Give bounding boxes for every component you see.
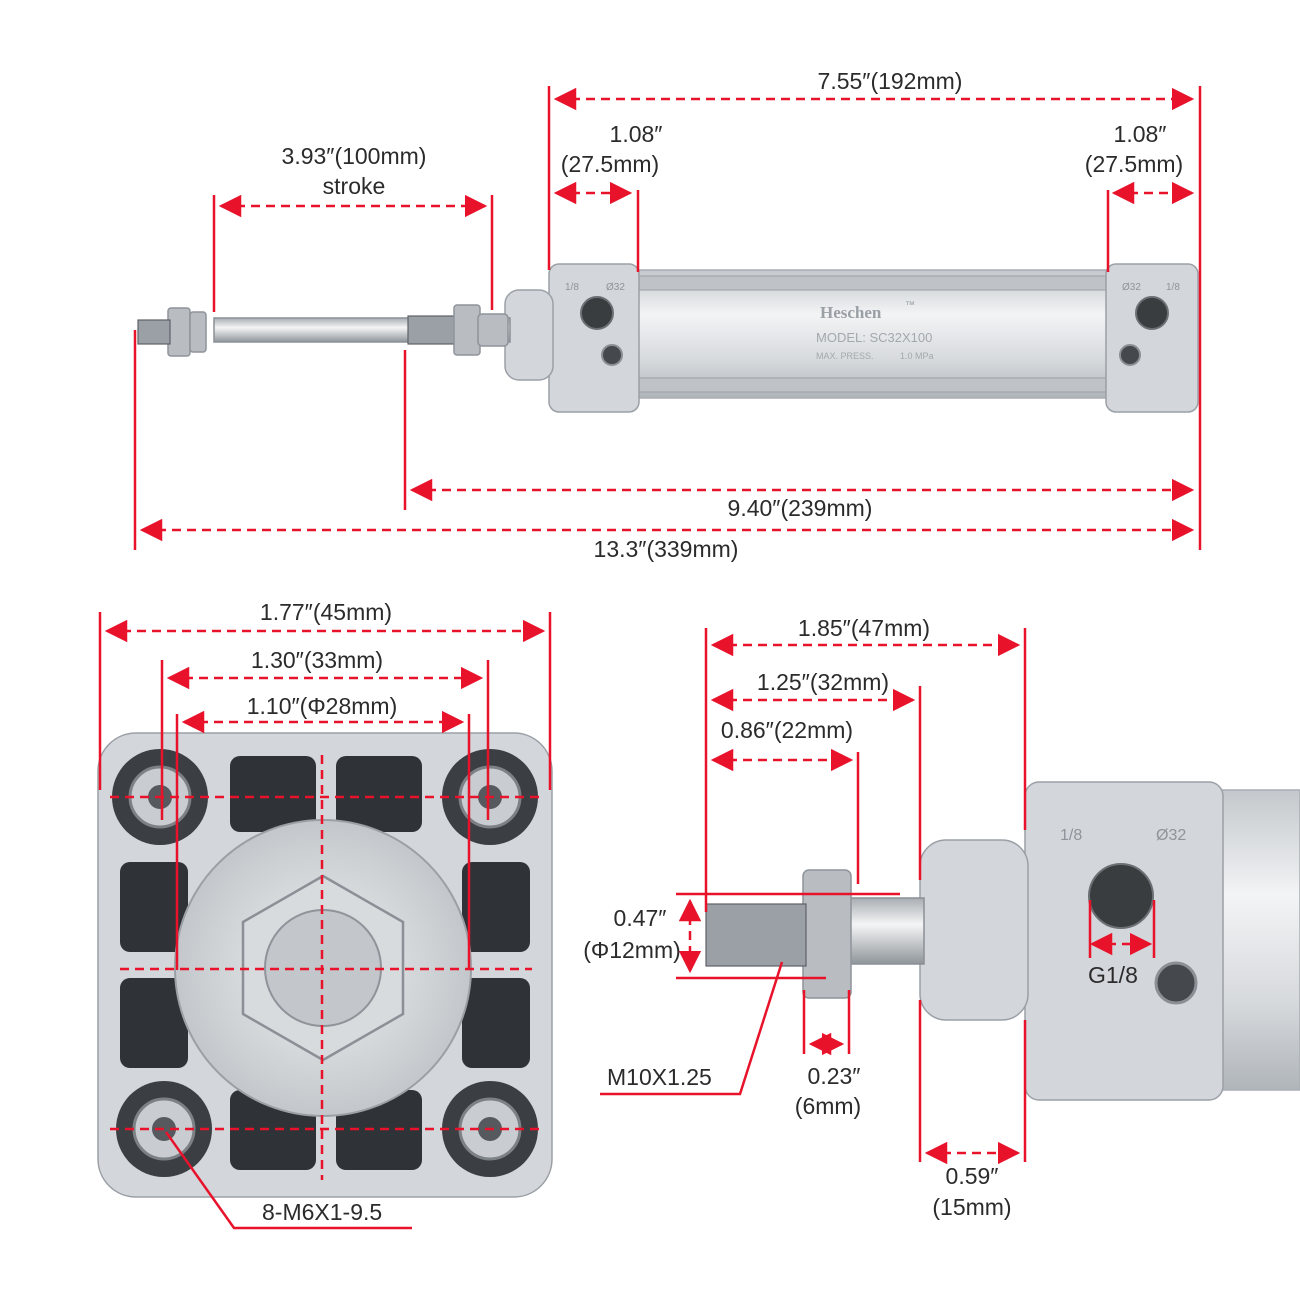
nut-width-bottom: (6mm) bbox=[795, 1093, 861, 1119]
piston-rod-assembly bbox=[137, 289, 554, 381]
rod-diameter-top: 0.47″ bbox=[614, 905, 667, 931]
right-screw bbox=[1119, 344, 1141, 366]
detail-port-hole bbox=[1088, 863, 1154, 929]
pressure-value: 1.0 MPa bbox=[900, 351, 934, 361]
right-cap-dim-bottom: (27.5mm) bbox=[1085, 151, 1183, 177]
rod-thread-label: M10X1.25 bbox=[607, 1064, 712, 1090]
overall-width-label: 7.55″(192mm) bbox=[818, 68, 963, 94]
thread-length-label: 0.86″(22mm) bbox=[721, 717, 853, 743]
left-port-hole bbox=[580, 296, 614, 330]
outer-width-label: 1.77″(45mm) bbox=[260, 599, 392, 625]
boss-to-rod-end-label: 1.25″(32mm) bbox=[757, 669, 889, 695]
left-bore-mark: Ø32 bbox=[606, 282, 625, 293]
left-end-cap bbox=[548, 263, 640, 413]
nut-width-top: 0.23″ bbox=[808, 1063, 861, 1089]
boss-length-top: 0.59″ bbox=[946, 1163, 999, 1189]
mount-thread-label: 8-M6X1-9.5 bbox=[262, 1199, 382, 1225]
bolt-spacing-label: 1.30″(33mm) bbox=[251, 647, 383, 673]
right-end-cap bbox=[1105, 263, 1199, 413]
cap-to-rod-end-label: 1.85″(47mm) bbox=[798, 615, 930, 641]
rod-diameter-bottom: (Φ12mm) bbox=[583, 937, 681, 963]
stroke-label: stroke bbox=[323, 173, 386, 199]
end-view: 1.77″(45mm) 1.30″(33mm) 1.10″(Φ28mm) 8-M… bbox=[97, 599, 553, 1230]
stroke-value-label: 3.93″(100mm) bbox=[282, 143, 427, 169]
left-cap-dim-bottom: (27.5mm) bbox=[561, 151, 659, 177]
rod-nut bbox=[453, 304, 481, 356]
cylinder-body: 1/8 Ø32 Ø32 1/8 Heschen ™ MODEL: SC32X10… bbox=[548, 263, 1199, 413]
boss-diameter-label: 1.10″(Φ28mm) bbox=[247, 693, 397, 719]
boss-length-bottom: (15mm) bbox=[932, 1194, 1011, 1220]
detail-end-cap bbox=[1024, 781, 1224, 1101]
right-port-size: 1/8 bbox=[1166, 282, 1180, 293]
detail-rod-thread bbox=[705, 903, 807, 967]
total-length-label: 13.3″(339mm) bbox=[594, 536, 739, 562]
right-port-hole bbox=[1135, 296, 1169, 330]
left-screw bbox=[601, 344, 623, 366]
detail-port-size: 1/8 bbox=[1060, 827, 1082, 844]
model-label: MODEL: SC32X100 bbox=[816, 330, 932, 345]
body-length-label: 9.40″(239mm) bbox=[728, 495, 873, 521]
detail-view: 1/8 Ø32 1.85″(47mm) 1.25″ bbox=[583, 615, 1300, 1220]
detail-screw bbox=[1154, 961, 1198, 1005]
right-bore-mark: Ø32 bbox=[1122, 282, 1141, 293]
detail-bore-mark: Ø32 bbox=[1156, 827, 1186, 844]
right-cap-dim-top: 1.08″ bbox=[1114, 121, 1167, 147]
side-view: 1/8 Ø32 Ø32 1/8 Heschen ™ MODEL: SC32X10… bbox=[133, 68, 1202, 562]
pressure-label: MAX. PRESS. bbox=[816, 351, 874, 361]
port-thread-label: G1/8 bbox=[1088, 962, 1138, 988]
trademark-mark: ™ bbox=[905, 300, 915, 311]
brand-name: Heschen bbox=[820, 303, 882, 322]
left-cap-dim-top: 1.08″ bbox=[610, 121, 663, 147]
left-port-size: 1/8 bbox=[565, 282, 579, 293]
